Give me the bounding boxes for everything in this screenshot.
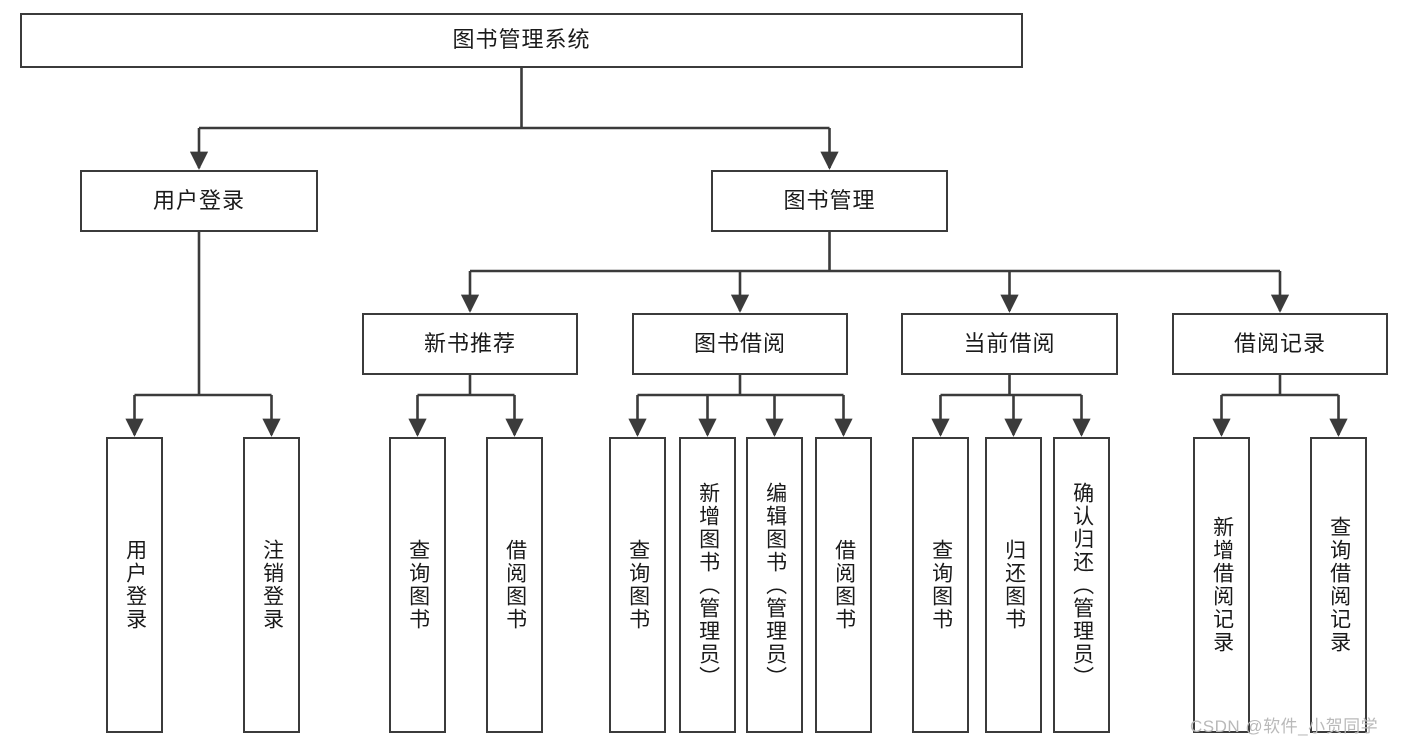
node-leaf-query-book-1[interactable]: 查询图书 — [389, 437, 446, 733]
node-label: 确认归还（管理员） — [1070, 481, 1094, 689]
node-label: 新增图书（管理员） — [696, 481, 720, 689]
node-leaf-return-book[interactable]: 归还图书 — [985, 437, 1042, 733]
node-label: 查询图书 — [626, 539, 650, 631]
node-leaf-query-record[interactable]: 查询借阅记录 — [1310, 437, 1367, 733]
node-leaf-confirm-return[interactable]: 确认归还（管理员） — [1053, 437, 1110, 733]
node-label: 借阅图书 — [503, 539, 527, 631]
node-leaf-query-book-3[interactable]: 查询图书 — [912, 437, 969, 733]
node-label: 新书推荐 — [423, 330, 516, 356]
node-label: 查询图书 — [406, 539, 430, 631]
node-leaf-user-login[interactable]: 用户登录 — [106, 437, 163, 733]
node-leaf-borrow-book-1[interactable]: 借阅图书 — [486, 437, 543, 733]
node-leaf-user-logout[interactable]: 注销登录 — [243, 437, 300, 733]
node-leaf-add-book[interactable]: 新增图书（管理员） — [679, 437, 736, 733]
node-label: 用户登录 — [123, 539, 147, 631]
node-leaf-add-record[interactable]: 新增借阅记录 — [1193, 437, 1250, 733]
node-root[interactable]: 图书管理系统 — [20, 13, 1023, 68]
node-label: 用户登录 — [152, 187, 245, 213]
node-label: 注销登录 — [260, 539, 284, 631]
node-label: 图书管理系统 — [452, 27, 591, 53]
node-label: 查询图书 — [929, 539, 953, 631]
node-new-book-rec[interactable]: 新书推荐 — [362, 313, 578, 375]
node-book-borrow[interactable]: 图书借阅 — [632, 313, 848, 375]
node-borrow-record[interactable]: 借阅记录 — [1172, 313, 1388, 375]
node-current-borrow[interactable]: 当前借阅 — [901, 313, 1118, 375]
node-label: 图书管理 — [783, 187, 876, 213]
csdn-watermark: CSDN @软件_小贺同学 — [1190, 717, 1379, 736]
node-label: 当前借阅 — [963, 330, 1056, 356]
node-label: 归还图书 — [1002, 539, 1026, 631]
node-user-login[interactable]: 用户登录 — [80, 170, 318, 232]
node-label: 查询借阅记录 — [1327, 516, 1351, 654]
node-leaf-edit-book[interactable]: 编辑图书（管理员） — [746, 437, 803, 733]
node-leaf-borrow-book-2[interactable]: 借阅图书 — [815, 437, 872, 733]
node-label: 图书借阅 — [693, 330, 786, 356]
node-label: 编辑图书（管理员） — [763, 481, 787, 689]
node-label: 借阅图书 — [832, 539, 856, 631]
node-leaf-query-book-2[interactable]: 查询图书 — [609, 437, 666, 733]
node-book-manage[interactable]: 图书管理 — [711, 170, 948, 232]
node-label: 新增借阅记录 — [1210, 516, 1234, 654]
node-label: 借阅记录 — [1233, 330, 1326, 356]
